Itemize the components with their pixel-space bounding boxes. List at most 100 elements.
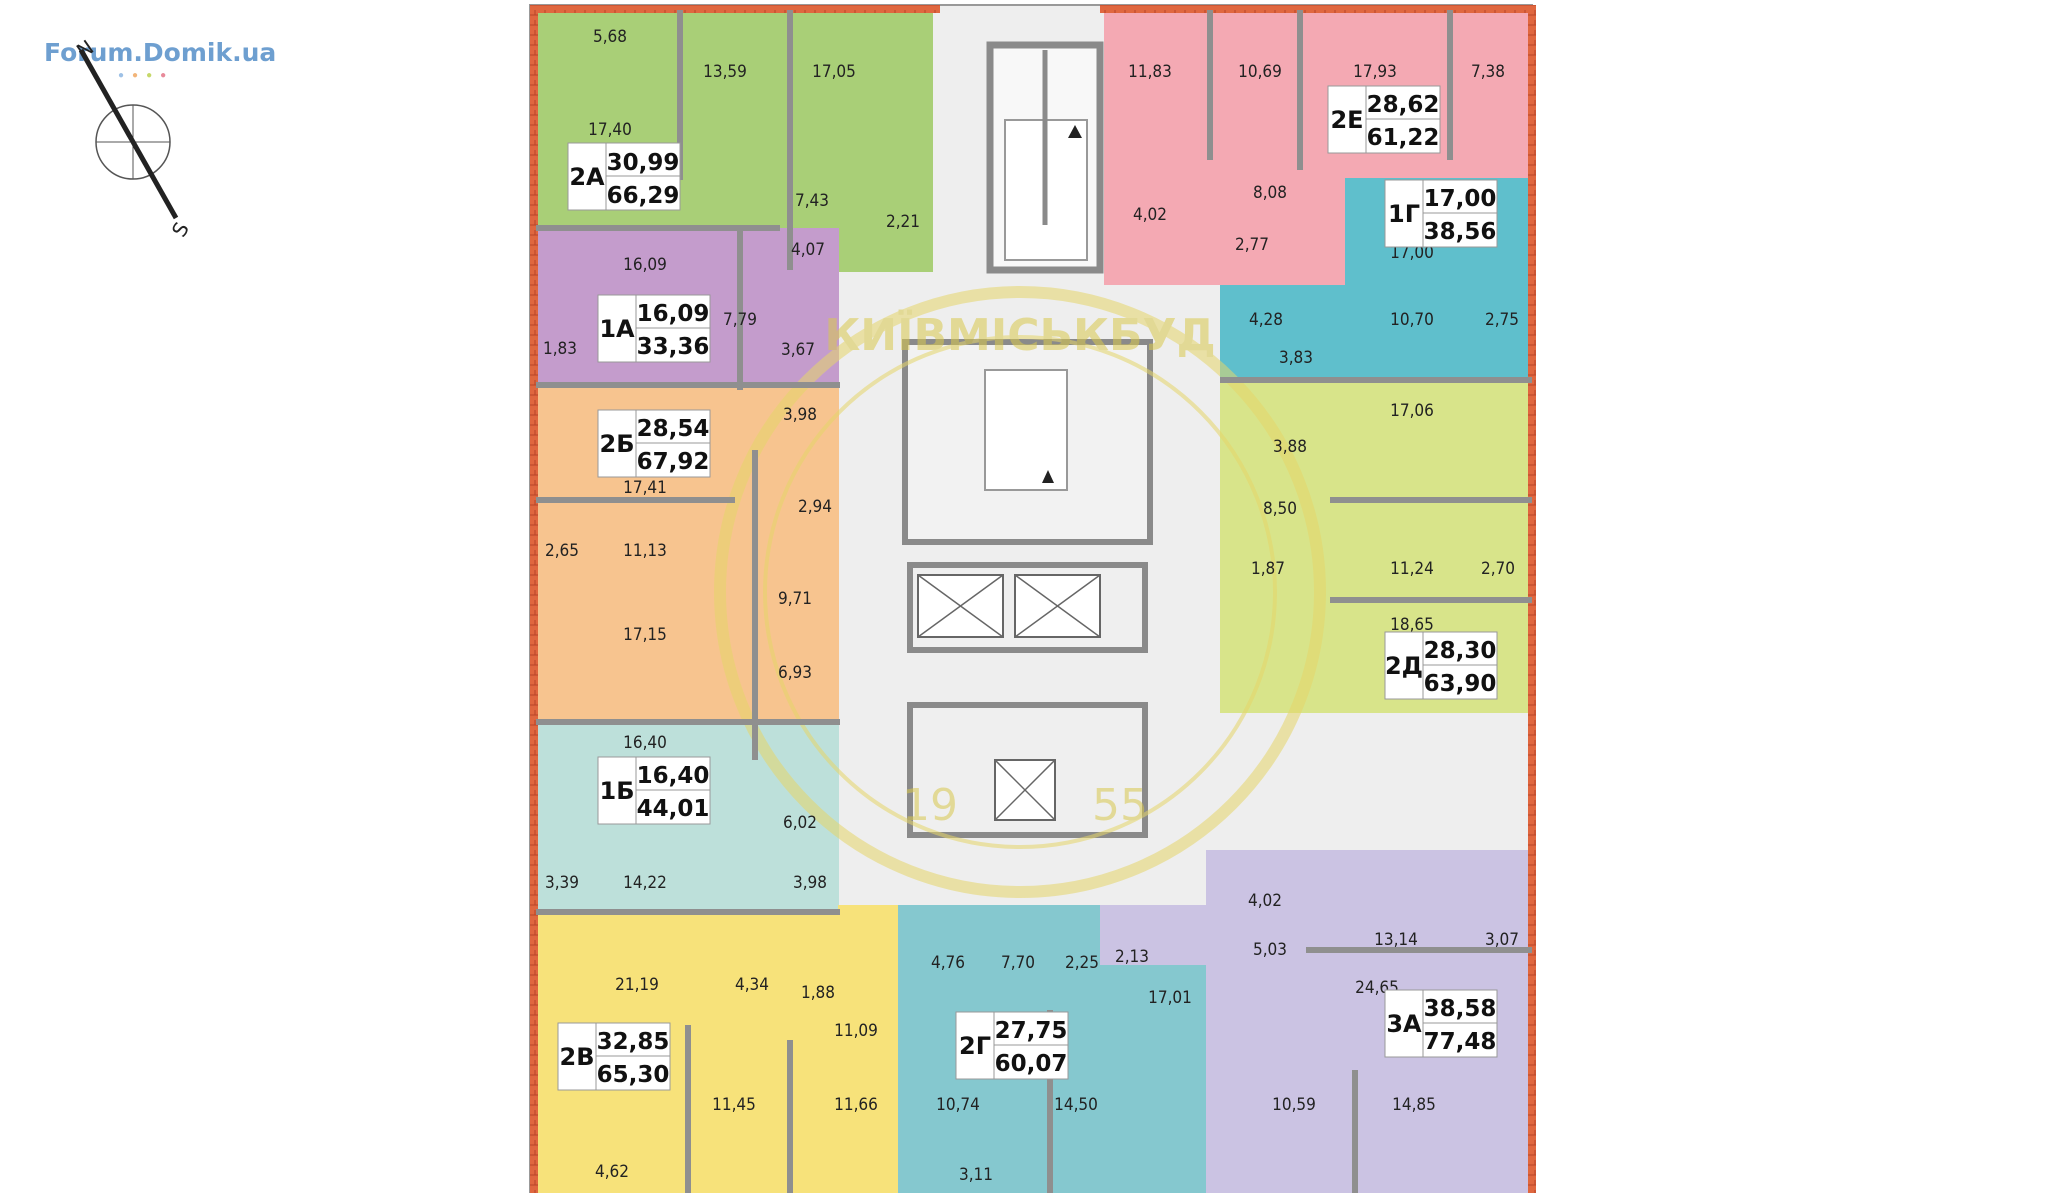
room-area: 1,88 <box>801 983 835 1003</box>
room-area: 14,22 <box>623 873 667 893</box>
room-area: 2,70 <box>1481 559 1515 579</box>
brand-dot: ● <box>118 70 125 81</box>
apartment-tag-1g: 1Г 17,00 38,56 <box>1384 179 1498 248</box>
brand-dot: ● <box>146 70 153 81</box>
room-area: 17,05 <box>812 62 856 82</box>
room-area: 2,75 <box>1485 310 1519 330</box>
apartment-1g[interactable] <box>1220 178 1532 380</box>
room-area: 11,13 <box>623 541 667 561</box>
room-area: 10,69 <box>1238 62 1282 82</box>
apartment-living-area: 27,75 <box>995 1018 1068 1044</box>
room-area: 3,83 <box>1279 348 1313 368</box>
apartment-total-area: 66,29 <box>607 183 680 209</box>
apartment-code: 1Г <box>1388 200 1420 228</box>
apartment-living-area: 16,09 <box>637 301 710 327</box>
apartment-tag-2g: 2Г 27,75 60,07 <box>955 1011 1069 1080</box>
apartment-tag-3a: 3А 38,58 77,48 <box>1384 989 1498 1058</box>
apartment-total-area: 38,56 <box>1424 219 1497 245</box>
room-area: 18,65 <box>1390 615 1434 635</box>
apartment-total-area: 60,07 <box>995 1051 1068 1077</box>
apartment-living-area: 28,30 <box>1424 638 1497 664</box>
apartment-tag-1a: 1А 16,09 33,36 <box>597 294 711 363</box>
apartment-tag-2e: 2Е 28,62 61,22 <box>1327 85 1441 154</box>
room-area: 11,83 <box>1128 62 1172 82</box>
room-area: 6,02 <box>783 813 817 833</box>
apartment-tag-1b: 1Б 16,40 44,01 <box>597 756 711 825</box>
apartment-code: 2Д <box>1385 652 1423 680</box>
apartment-code: 2А <box>569 163 605 191</box>
apartment-tag-2b: 2Б 28,54 67,92 <box>597 409 711 478</box>
apartment-living-area: 32,85 <box>597 1029 670 1055</box>
stair-top <box>986 41 1104 274</box>
apartment-total-area: 44,01 <box>637 796 710 822</box>
apartment-total-area: 67,92 <box>637 449 710 475</box>
room-area: 13,14 <box>1374 930 1418 950</box>
room-area: 7,70 <box>1001 953 1035 973</box>
watermark-year-right: 55 <box>1092 780 1148 831</box>
room-area: 2,94 <box>798 497 832 517</box>
kyivmiskbud-watermark: КИЇВМІСЬКБУД 19 55 <box>714 286 1326 898</box>
room-area: 2,77 <box>1235 235 1269 255</box>
compass-north-label: N <box>72 35 98 63</box>
room-area: 11,45 <box>712 1095 756 1115</box>
room-area: 9,71 <box>778 589 812 609</box>
room-area: 10,74 <box>936 1095 980 1115</box>
room-area: 4,34 <box>735 975 769 995</box>
room-area: 2,25 <box>1065 953 1099 973</box>
apartment-code: 2Е <box>1330 106 1363 134</box>
room-area: 5,03 <box>1253 940 1287 960</box>
room-area: 3,88 <box>1273 437 1307 457</box>
room-area: 4,02 <box>1248 891 1282 911</box>
room-area: 4,07 <box>791 240 825 260</box>
apartment-tag-2v: 2В 32,85 65,30 <box>557 1022 671 1091</box>
apartment-living-area: 16,40 <box>637 763 710 789</box>
central-core <box>902 339 1153 838</box>
room-area: 17,06 <box>1390 401 1434 421</box>
apartment-code: 3А <box>1386 1010 1422 1038</box>
apartment-living-area: 17,00 <box>1424 186 1497 212</box>
apartment-code: 1А <box>599 315 635 343</box>
room-area: 11,66 <box>834 1095 878 1115</box>
room-area: 17,00 <box>1390 243 1434 263</box>
apartment-living-area: 38,58 <box>1424 996 1497 1022</box>
room-area: 16,09 <box>623 255 667 275</box>
room-area: 17,40 <box>588 120 632 140</box>
brand-dots: ●●●● <box>118 70 174 81</box>
room-area: 21,19 <box>615 975 659 995</box>
room-area: 6,93 <box>778 663 812 683</box>
room-area: 16,40 <box>623 733 667 753</box>
room-area: 10,59 <box>1272 1095 1316 1115</box>
apartment-total-area: 61,22 <box>1367 125 1440 151</box>
apartment-code: 1Б <box>600 777 635 805</box>
room-area: 4,28 <box>1249 310 1283 330</box>
room-area: 17,01 <box>1148 988 1192 1008</box>
room-area: 17,15 <box>623 625 667 645</box>
apartment-code: 2В <box>560 1043 595 1071</box>
room-area: 11,09 <box>834 1021 878 1041</box>
room-area: 11,24 <box>1390 559 1434 579</box>
room-area: 4,02 <box>1133 205 1167 225</box>
room-area: 7,79 <box>723 310 757 330</box>
room-area: 4,62 <box>595 1162 629 1182</box>
interior-walls <box>536 10 1532 1193</box>
room-area: 7,43 <box>795 191 829 211</box>
room-area: 3,39 <box>545 873 579 893</box>
room-area: 17,93 <box>1353 62 1397 82</box>
room-area: 2,21 <box>886 212 920 232</box>
apartment-2e[interactable] <box>1104 10 1532 285</box>
apartment-tag-2a: 2А 30,99 66,29 <box>567 142 681 211</box>
room-area: 14,50 <box>1054 1095 1098 1115</box>
room-area: 1,87 <box>1251 559 1285 579</box>
apartment-living-area: 28,54 <box>637 416 710 442</box>
room-area: 8,08 <box>1253 183 1287 203</box>
room-area: 5,68 <box>593 27 627 47</box>
room-area: 10,70 <box>1390 310 1434 330</box>
apartment-total-area: 77,48 <box>1424 1029 1497 1055</box>
room-area: 3,67 <box>781 340 815 360</box>
room-area: 7,38 <box>1471 62 1505 82</box>
room-area: 3,11 <box>959 1165 993 1185</box>
room-area: 3,07 <box>1485 930 1519 950</box>
room-area: 3,98 <box>783 405 817 425</box>
brand-dot: ● <box>160 70 167 81</box>
